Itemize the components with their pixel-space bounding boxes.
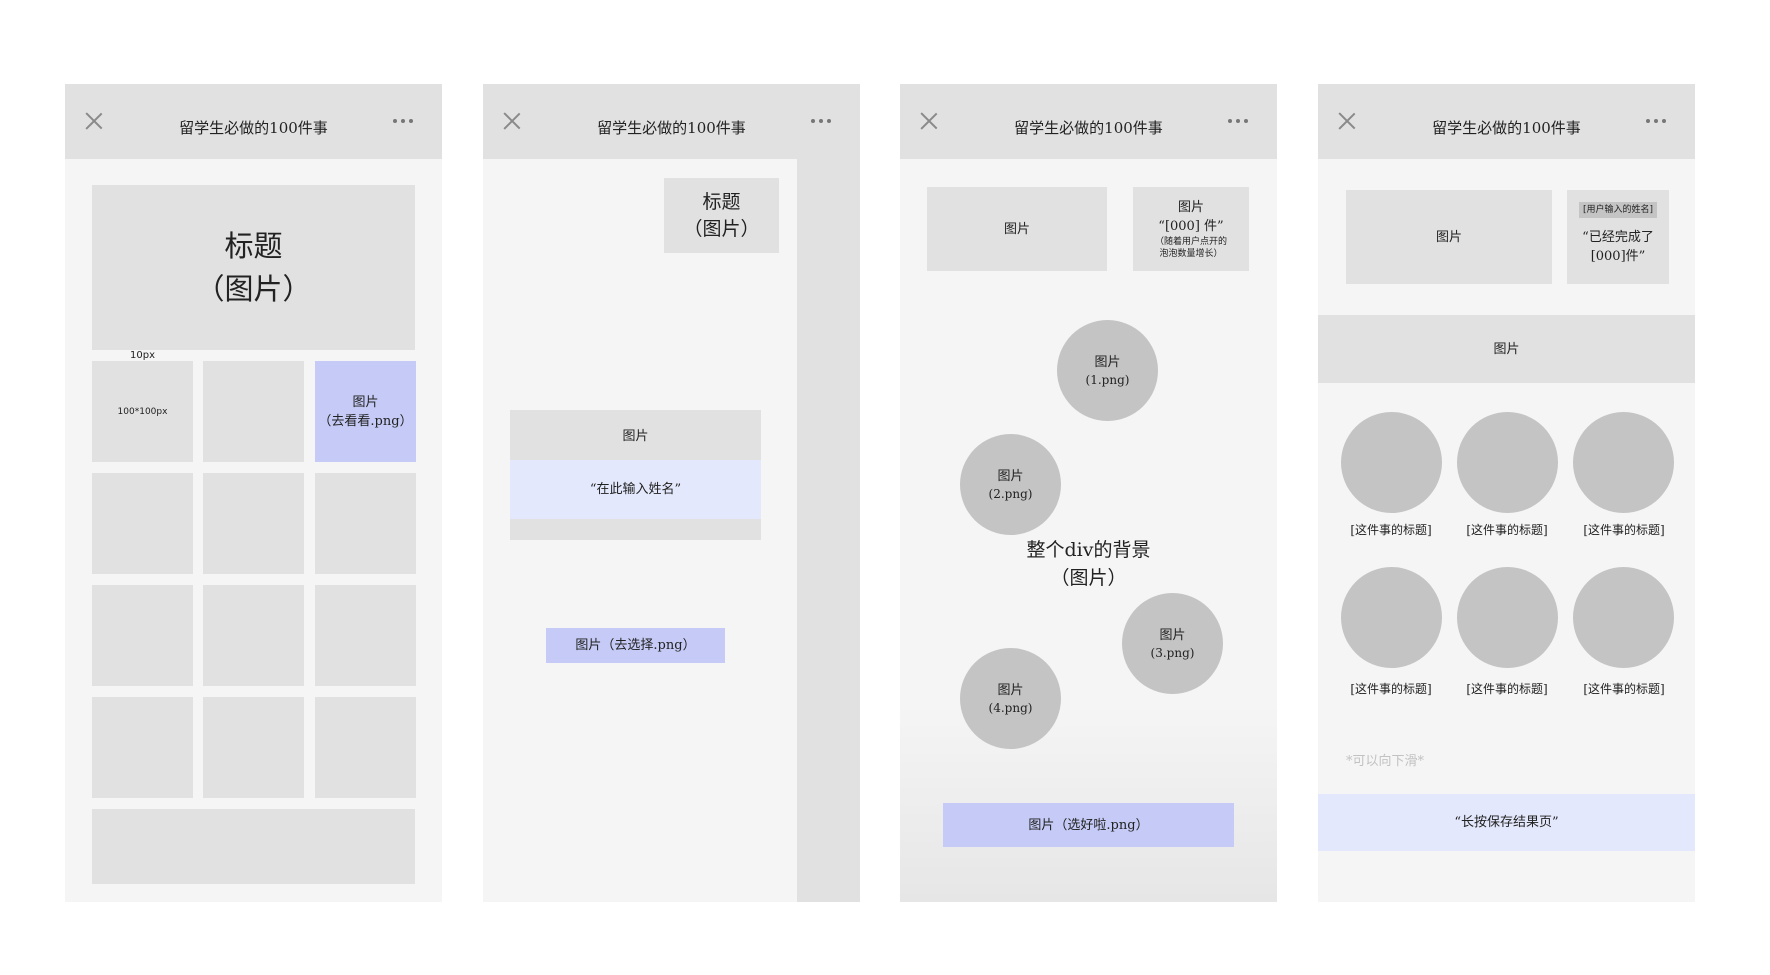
grid-cell[interactable]	[315, 473, 416, 574]
done-button-label: 图片（选好啦.png）	[1028, 817, 1149, 833]
more-icon[interactable]	[1646, 119, 1668, 125]
bubble-file: (4.png)	[988, 700, 1033, 715]
go-see-sublabel: （去看看.png）	[318, 413, 413, 429]
result-bubble[interactable]	[1573, 567, 1674, 668]
count-label: 图片	[1177, 200, 1204, 215]
save-bar-label: “长按保存结果页”	[1454, 815, 1559, 830]
nav-bar: 留学生必做的100件事	[1318, 84, 1695, 159]
grid-cell[interactable]: 100*100px	[92, 361, 193, 462]
top-image-label: 图片	[1435, 229, 1462, 245]
bubble-3[interactable]: 图片 (3.png)	[1122, 593, 1223, 694]
top-image-label: 图片	[1003, 221, 1030, 237]
bubble-file: (3.png)	[1150, 645, 1195, 660]
screen-home: 留学生必做的100件事 标题 （图片） 10px 100*100px 图片 （去…	[65, 84, 442, 902]
scroll-hint: *可以向下滑*	[1346, 754, 1425, 769]
bubble-2[interactable]: 图片 (2.png)	[960, 434, 1061, 535]
nav-bar: 留学生必做的100件事	[483, 84, 860, 159]
nav-bar: 留学生必做的100件事	[900, 84, 1277, 159]
title-text: 标题	[702, 190, 741, 213]
nav-bar: 留学生必做的100件事	[65, 84, 442, 159]
save-bar[interactable]: “长按保存结果页”	[1318, 794, 1695, 851]
bottom-block	[92, 809, 415, 884]
screen-name-entry: 留学生必做的100件事 标题 （图片） 图片 “在此输入姓名” 图片（去选择.p…	[483, 84, 860, 902]
username-tag: [用户输入的姓名]	[1578, 202, 1658, 218]
choose-button[interactable]: 图片（去选择.png）	[546, 628, 725, 663]
completed-box: [用户输入的姓名] “已经完成了 [000]件”	[1567, 190, 1669, 284]
grid-cell[interactable]	[203, 473, 304, 574]
grid-cell[interactable]	[92, 697, 193, 798]
background-label-subtext: （图片）	[1050, 567, 1127, 589]
result-bubble[interactable]	[1457, 567, 1558, 668]
more-icon[interactable]	[1228, 119, 1250, 125]
side-panel	[797, 159, 860, 902]
banner-label: 图片	[1493, 341, 1520, 357]
result-bubble-title: [这件事的标题]	[1466, 682, 1548, 696]
count-value: “[000] 件”	[1158, 219, 1224, 234]
title-subtext: （图片）	[195, 271, 312, 306]
screen-bubbles: 留学生必做的100件事 图片 图片 “[000] 件” （随着用户点开的 泡泡数…	[900, 84, 1277, 902]
bubble-label: 图片	[1094, 354, 1121, 370]
grid-cell[interactable]	[315, 697, 416, 798]
bubble-label: 图片	[997, 682, 1024, 698]
count-note: （随着用户点开的	[1154, 237, 1227, 247]
grid-cell[interactable]	[203, 585, 304, 686]
bubble-4[interactable]: 图片 (4.png)	[960, 648, 1061, 749]
more-icon[interactable]	[811, 119, 833, 125]
nav-title: 留学生必做的100件事	[597, 119, 746, 137]
name-input[interactable]: “在此输入姓名”	[510, 460, 761, 519]
gap-annotation: 10px	[130, 350, 155, 361]
go-see-button[interactable]: 图片 （去看看.png）	[315, 361, 416, 462]
done-button[interactable]: 图片（选好啦.png）	[943, 803, 1234, 847]
result-bubble[interactable]	[1573, 412, 1674, 513]
bubble-label: 图片	[1159, 627, 1186, 643]
name-input-placeholder: “在此输入姓名”	[589, 482, 682, 497]
completed-count: [000]件”	[1590, 249, 1646, 264]
nav-title: 留学生必做的100件事	[1014, 119, 1163, 137]
grid-cell[interactable]	[203, 697, 304, 798]
title-image: 标题 （图片）	[92, 185, 415, 350]
nav-title: 留学生必做的100件事	[1432, 119, 1581, 137]
result-bubble[interactable]	[1341, 567, 1442, 668]
grid-cell[interactable]	[92, 473, 193, 574]
background-label: 整个div的背景 （图片）	[900, 536, 1277, 592]
more-icon[interactable]	[393, 119, 415, 125]
result-bubble[interactable]	[1457, 412, 1558, 513]
top-image: 图片	[1346, 190, 1552, 284]
bubble-label: 图片	[997, 468, 1024, 484]
bubble-file: (1.png)	[1085, 372, 1130, 387]
result-bubble-title: [这件事的标题]	[1583, 682, 1665, 696]
result-bubble-title: [这件事的标题]	[1466, 523, 1548, 537]
name-card-header: 图片	[622, 429, 649, 444]
go-see-label: 图片	[352, 394, 379, 410]
bubble-1[interactable]: 图片 (1.png)	[1057, 320, 1158, 421]
grid-cell[interactable]	[92, 585, 193, 686]
count-box: 图片 “[000] 件” （随着用户点开的 泡泡数量增长）	[1133, 187, 1249, 271]
grid-cell[interactable]	[315, 585, 416, 686]
background-label-text: 整个div的背景	[1026, 539, 1151, 561]
banner-image: 图片	[1318, 315, 1695, 383]
top-image: 图片	[927, 187, 1107, 271]
result-bubble[interactable]	[1341, 412, 1442, 513]
title-subtext: （图片）	[683, 217, 760, 240]
result-bubble-title: [这件事的标题]	[1350, 682, 1432, 696]
screen-result: 留学生必做的100件事 图片 [用户输入的姓名] “已经完成了 [000]件” …	[1318, 84, 1695, 902]
completed-text: “已经完成了	[1582, 230, 1654, 245]
title-text: 标题	[224, 228, 283, 263]
choose-button-label: 图片（去选择.png）	[575, 638, 696, 653]
result-bubble-title: [这件事的标题]	[1350, 523, 1432, 537]
title-image-small: 标题 （图片）	[664, 178, 779, 253]
size-annotation: 100*100px	[117, 406, 168, 417]
result-bubble-title: [这件事的标题]	[1583, 523, 1665, 537]
grid-cell[interactable]	[203, 361, 304, 462]
bubble-file: (2.png)	[988, 486, 1033, 501]
nav-title: 留学生必做的100件事	[179, 119, 328, 137]
count-note: 泡泡数量增长）	[1159, 249, 1223, 259]
